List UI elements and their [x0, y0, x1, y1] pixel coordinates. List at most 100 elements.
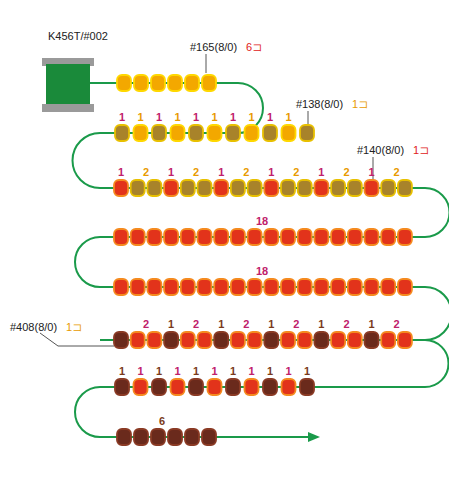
bead-count: 1 — [268, 166, 274, 178]
bead — [348, 332, 362, 348]
bead — [151, 75, 165, 91]
bead-code: #140(8/0) — [357, 144, 404, 156]
bead — [185, 429, 199, 445]
bead — [152, 379, 166, 395]
leader-line — [308, 111, 309, 124]
row-count: 18 — [256, 265, 268, 277]
bead — [117, 75, 131, 91]
bead — [208, 125, 222, 141]
bead-count: 1 — [118, 166, 124, 178]
bead — [147, 180, 161, 196]
bead-count: 1 — [285, 365, 291, 377]
thread-label: K456T/#002 — [48, 30, 108, 42]
bead — [398, 332, 412, 348]
bead — [198, 279, 212, 295]
bead — [115, 379, 129, 395]
bead-count: 1 — [248, 365, 254, 377]
bead — [300, 379, 314, 395]
bead — [398, 279, 412, 295]
bead-count: 2 — [343, 166, 349, 178]
bead — [189, 379, 203, 395]
bead — [147, 229, 161, 245]
bead-count: 1 — [248, 111, 254, 123]
bead-count: 1 — [211, 111, 217, 123]
bead — [114, 229, 128, 245]
bead — [164, 332, 178, 348]
bead-count: 1 — [211, 365, 217, 377]
bead-count: 1 — [285, 111, 291, 123]
bead — [281, 229, 295, 245]
bead-count: 1 — [304, 365, 310, 377]
bead — [331, 180, 345, 196]
bead-count: 1 — [230, 365, 236, 377]
bead-count: 1 — [156, 365, 162, 377]
bead-count: 1 — [193, 365, 199, 377]
bead — [281, 279, 295, 295]
bead — [214, 180, 228, 196]
bead — [208, 379, 222, 395]
leader-line — [40, 333, 114, 346]
bead — [314, 180, 328, 196]
thread-arrowhead — [308, 432, 320, 442]
bead — [298, 180, 312, 196]
bead — [134, 429, 148, 445]
bead — [231, 229, 245, 245]
bead — [185, 75, 199, 91]
bead — [131, 279, 145, 295]
bead — [189, 125, 203, 141]
bead — [365, 180, 379, 196]
bead — [114, 279, 128, 295]
bead — [134, 125, 148, 141]
bead — [151, 429, 165, 445]
bead — [164, 229, 178, 245]
bead-count: 2 — [243, 166, 249, 178]
row-count: 6 — [159, 415, 165, 427]
bead-count: 1 — [168, 166, 174, 178]
bead — [264, 332, 278, 348]
bead — [248, 229, 262, 245]
spool-flange — [42, 104, 94, 112]
bead — [281, 332, 295, 348]
bead — [202, 429, 216, 445]
bead — [114, 180, 128, 196]
bead — [171, 379, 185, 395]
bead-count: 1 — [368, 318, 374, 330]
thread-spool — [46, 64, 90, 106]
row-count: 18 — [256, 215, 268, 227]
bead-code: #138(8/0) — [296, 98, 343, 110]
bead — [314, 229, 328, 245]
bead-count: 1 — [119, 365, 125, 377]
bead — [214, 229, 228, 245]
bead — [181, 180, 195, 196]
bead-count: 1 — [137, 111, 143, 123]
bead — [131, 332, 145, 348]
bead — [264, 180, 278, 196]
bead — [168, 429, 182, 445]
bead — [381, 332, 395, 348]
bead — [168, 75, 182, 91]
bead — [381, 180, 395, 196]
bead — [198, 180, 212, 196]
bead — [117, 429, 131, 445]
bead — [248, 332, 262, 348]
bead — [314, 279, 328, 295]
bead — [398, 180, 412, 196]
bead-count: 1 — [119, 111, 125, 123]
bead — [348, 229, 362, 245]
bead — [231, 332, 245, 348]
bead — [198, 229, 212, 245]
bead — [248, 180, 262, 196]
bead — [164, 180, 178, 196]
bead — [181, 332, 195, 348]
bead — [398, 229, 412, 245]
bead — [202, 75, 216, 91]
bead-count: 1 — [318, 166, 324, 178]
bead-code: #408(8/0) — [10, 321, 57, 333]
bead — [171, 125, 185, 141]
bead — [115, 125, 129, 141]
bead-count: 2 — [343, 318, 349, 330]
bead-count: 2 — [293, 166, 299, 178]
bead — [348, 180, 362, 196]
